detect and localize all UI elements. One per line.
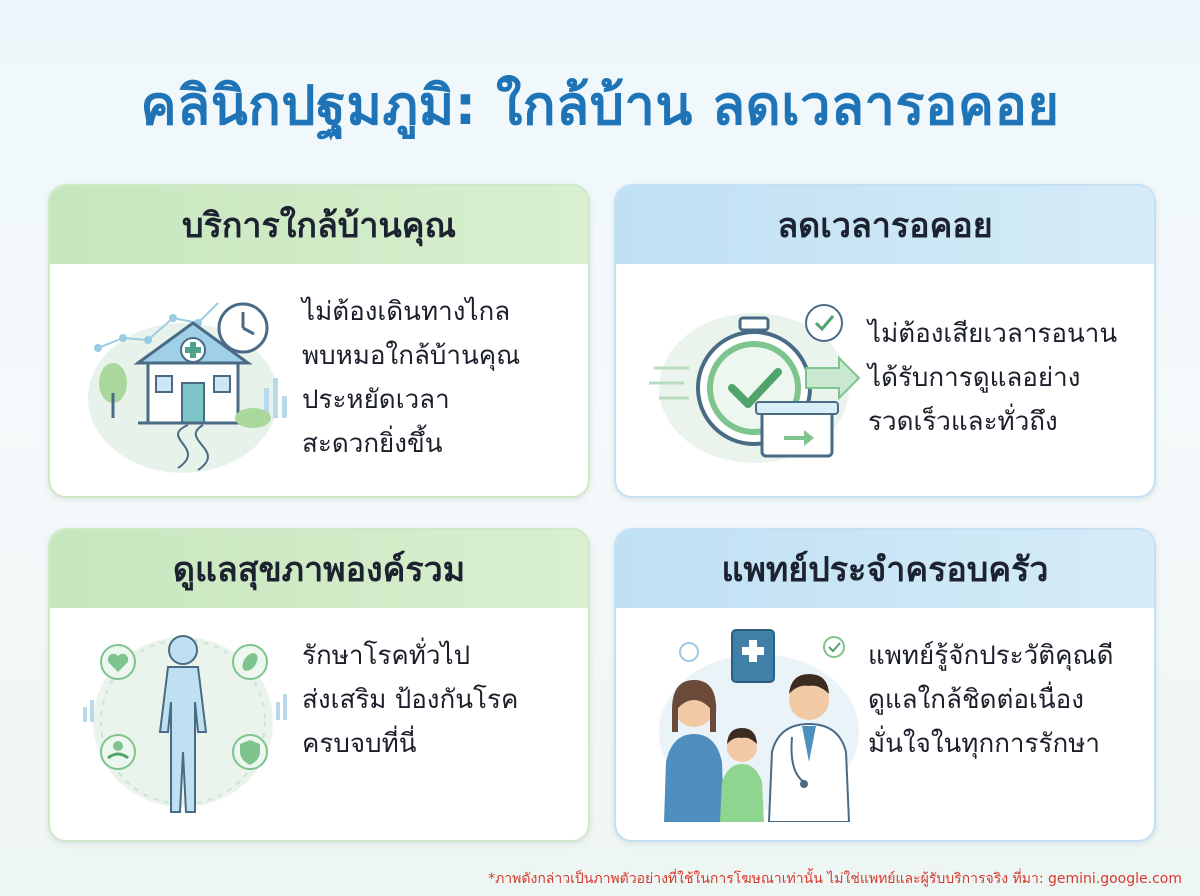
card-line: ไม่ต้องเสียเวลารอนาน [868,319,1118,349]
card-reduce-wait: ลดเวลารอคอย ไม่ต้องเสียเวลารอนาน ได้รับก… [614,184,1156,498]
stopwatch-check-icon [649,304,861,463]
card-line: ไม่ต้องเดินทางไกล [302,297,511,327]
card-family-doctor: แพทย์ประจำครอบครัว แพทย์รู้จักประวัติคุณ… [614,528,1156,842]
card-line: ประหยัดเวลา [302,385,450,415]
card-line: สะดวกยิ่งขึ้น [302,429,443,459]
card-line: ส่งเสริม ป้องกันโรค [302,685,519,715]
card-heading: แพทย์ประจำครอบครัว [616,530,1154,608]
card-line: รักษาโรคทั่วไป [302,641,471,671]
card-text: รักษาโรคทั่วไป ส่งเสริม ป้องกันโรค ครบจบ… [302,634,582,766]
clinic-house-icon [88,302,287,473]
card-line: แพทย์รู้จักประวัติคุณดี [868,641,1114,671]
family-doctor-icon [659,629,859,822]
card-text: ไม่ต้องเดินทางไกล พบหมอใกล้บ้านคุณ ประหย… [302,290,582,466]
card-text: แพทย์รู้จักประวัติคุณดี ดูแลใกล้ชิดต่อเน… [868,634,1148,766]
page-title: คลินิกปฐมภูมิ: ใกล้บ้าน ลดเวลารอคอย [140,74,1060,137]
card-line: ดูแลใกล้ชิดต่อเนื่อง [868,685,1084,715]
card-line: รวดเร็วและทั่วถึง [868,407,1058,437]
card-line: ครบจบที่นี่ [302,729,417,759]
card-text: ไม่ต้องเสียเวลารอนาน ได้รับการดูแลอย่าง … [868,312,1148,444]
card-holistic-care: ดูแลสุขภาพองค์รวม รักษาโรคทั่วไป ส่งเสริ… [48,528,590,842]
card-nearby-service: บริการใกล้บ้านคุณ [48,184,590,498]
card-heading: ลดเวลารอคอย [616,186,1154,264]
card-heading: บริการใกล้บ้านคุณ [50,186,588,264]
disclaimer-footnote: *ภาพดังกล่าวเป็นภาพตัวอย่างที่ใช้ในการโฆ… [488,871,1182,887]
card-line: พบหมอใกล้บ้านคุณ [302,341,521,371]
card-heading: ดูแลสุขภาพองค์รวม [50,530,588,608]
card-line: มั่นใจในทุกการรักษา [868,729,1100,759]
card-line: ได้รับการดูแลอย่าง [868,363,1081,393]
holistic-body-icon [83,635,287,813]
